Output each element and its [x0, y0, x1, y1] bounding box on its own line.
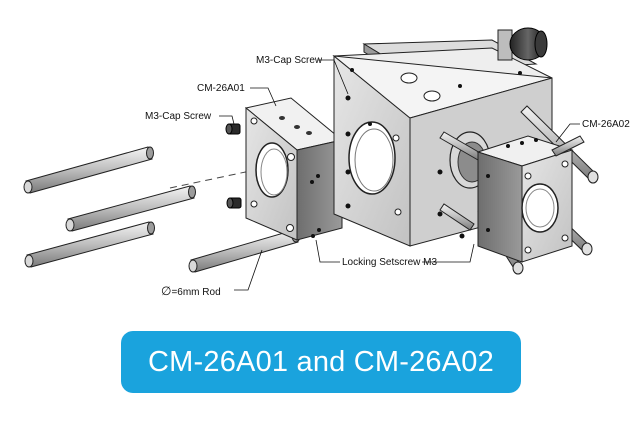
label-rod-text: =6mm Rod	[171, 287, 221, 298]
rod-middle-left	[65, 185, 196, 232]
adjustment-knob	[497, 27, 548, 61]
cm-26a02-plate	[476, 135, 574, 263]
rod-lower-left	[24, 221, 155, 268]
label-cm-26a01: CM-26A01	[197, 83, 245, 94]
cap-screw-left-bottom	[226, 197, 242, 209]
leader-lines	[219, 59, 580, 291]
label-m3-cap-screw-top: M3-Cap Screw	[256, 55, 323, 66]
rod-bottom-left	[188, 229, 301, 273]
diameter-icon: ∅	[161, 284, 172, 298]
label-rod-diameter: ∅=6mm Rod	[161, 285, 221, 299]
title-banner: CM-26A01 and CM-26A02	[121, 331, 521, 393]
rod-right-front-top	[551, 135, 585, 157]
rod-right-back	[439, 131, 483, 231]
label-cm-26a02: CM-26A02	[582, 119, 630, 130]
rod-upper-left	[23, 146, 154, 194]
cap-screw-left-top	[225, 123, 241, 135]
banner-title: CM-26A01 and CM-26A02	[148, 345, 494, 378]
label-m3-cap-screw-left: M3-Cap Screw	[145, 111, 212, 122]
assembly-diagram	[23, 27, 599, 291]
label-locking-setscrew: Locking Setscrew M3	[342, 257, 438, 268]
cm-26a01-plate	[244, 97, 344, 241]
